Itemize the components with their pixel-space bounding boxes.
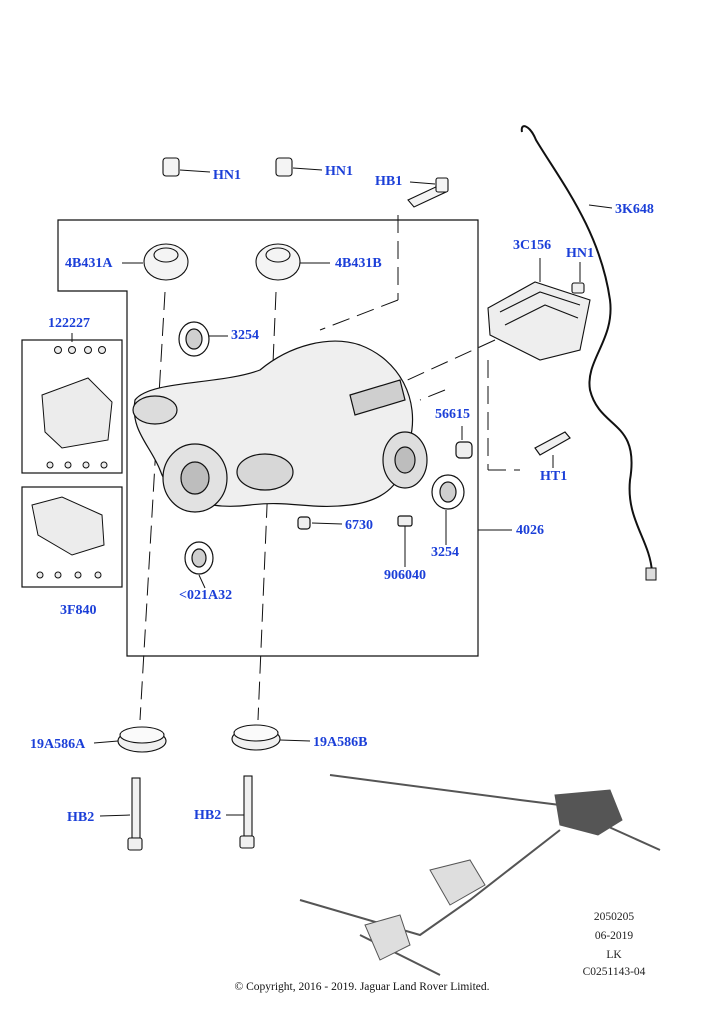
callout-4b431a: 4B431A [65,256,113,271]
callout-3254-top: 3254 [231,328,259,343]
bolt-hb2-left [131,777,141,839]
diagram-date: 06-2019 [594,930,634,942]
callout-19a586b: 19A586B [313,735,368,750]
bolt-hb2-right [243,775,253,837]
callout-19a586a: 19A586A [30,737,86,752]
plug-6730 [297,516,311,530]
stud-ht1 [534,431,571,456]
callout-6730: 6730 [345,518,373,533]
callout-56615: 56615 [435,407,470,422]
callout-hb2-right: HB2 [194,808,222,823]
callout-021a32: <021A32 [179,588,233,603]
callout-3k648: 3K648 [615,202,654,217]
bushing-56615 [455,441,473,459]
callout-122227: 122227 [48,316,90,331]
diagram-initials: LK [606,949,622,961]
actuator-kit-box [21,486,123,588]
callout-hn1-mid: HN1 [325,164,353,179]
callout-hb1: HB1 [375,174,403,189]
callout-3f840: 3F840 [60,603,97,618]
diagram-ref: C0251143-04 [582,966,646,978]
diagram-code: 2050205 [593,911,635,923]
callout-4026: 4026 [516,523,544,538]
callout-4b431b: 4B431B [335,256,382,271]
callout-hn1-left: HN1 [213,168,241,183]
assembly-outline [57,219,479,657]
callout-hb2-left: HB2 [67,810,95,825]
bracket-122227 [41,377,113,449]
callout-3254-bottom: 3254 [431,545,459,560]
callout-hn1-right: HN1 [566,246,594,261]
callout-906040: 906040 [384,568,426,583]
nut-hn1-left [162,157,180,177]
sensor-906040 [397,515,413,527]
nut-hn1-mid [275,157,293,177]
callout-ht1: HT1 [540,469,568,484]
harness-3k648 [520,125,653,573]
control-module-3c156 [487,281,591,361]
copyright-notice: © Copyright, 2016 - 2019. Jaguar Land Ro… [234,981,490,993]
actuator-3f840 [31,496,105,556]
callout-3c156: 3C156 [513,238,552,253]
